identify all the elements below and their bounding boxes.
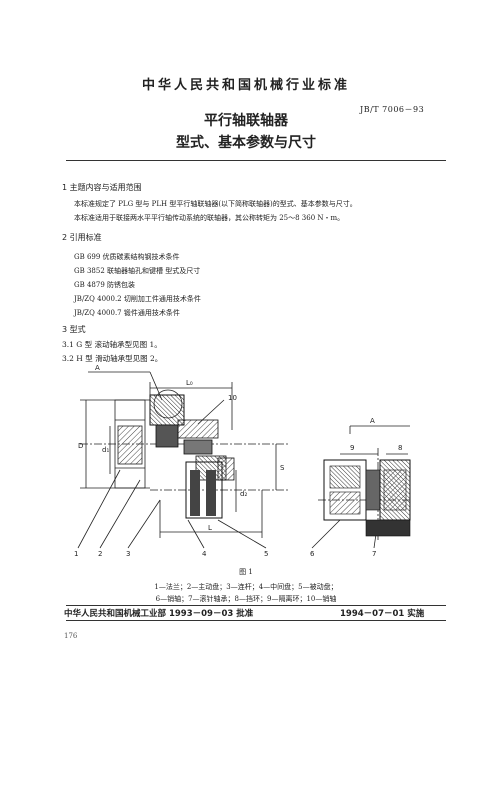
section-2-heading: 2 引用标准 [62,233,102,242]
reference-item: GB 3852 联轴器轴孔和键槽 型式及尺寸 [74,267,201,275]
part-number-8: 8 [398,444,402,452]
section-1-paragraph-1: 本标准规定了 PLG 型与 PLH 型平行轴联轴器(以下简称联轴器)的型式、基本… [74,200,357,208]
label-A-right: A [370,417,375,425]
document-title: 平行轴联轴器 [204,113,288,129]
page-number: 176 [64,632,78,640]
part-number-3: 3 [126,550,130,558]
label-10: 10 [228,394,237,402]
footer-divider-bottom [66,620,446,621]
section-3-heading: 3 型式 [62,325,86,334]
approval-date: 中华人民共和国机械工业部 1993－09－03 批准 [64,609,254,619]
part-number-5: 5 [264,550,268,558]
label-A-left: A [95,364,100,372]
label-L0: L₀ [186,379,193,387]
figure-caption-line-2: 6—销轴；7—滚针轴承；8—挡环；9—隔离环；10—销轴 [155,595,337,603]
label-d1: d₁ [102,446,109,454]
reference-item: JB/ZQ 4000.7 锻件通用技术条件 [74,309,180,317]
part-number-4: 4 [202,550,207,558]
figure-caption-line-1: 1—法兰；2—主动盘；3—连杆；4—中间盘；5—被动盘； [154,583,338,591]
part-number-9: 9 [350,444,354,452]
reference-item: GB 4879 防锈包装 [74,281,136,289]
label-d2: d₂ [240,490,247,498]
effective-date: 1994－07－01 实施 [340,609,425,619]
part-number-2: 2 [98,550,102,558]
label-D: D [78,442,83,450]
section-1-paragraph-2: 本标准适用于联接两水平平行轴传动系统的联轴器，其公称转矩为 25～8 360 N… [74,214,345,222]
standard-number: JB/T 7006－93 [360,105,425,114]
reference-item: JB/ZQ 4000.2 切削加工件通用技术条件 [74,295,201,303]
label-L: L [208,524,212,532]
reference-item: GB 699 优质碳素结构钢技术条件 [74,253,180,261]
figure-caption-title: 图 1 [239,568,253,576]
section-3-1: 3.1 G 型 滚动轴承型见图 1。 [62,340,162,349]
label-S: S [280,464,285,472]
part-number-6: 6 [310,550,315,558]
section-1-heading: 1 主题内容与适用范围 [62,183,142,192]
section-3-2: 3.2 H 型 滑动轴承型见图 2。 [62,354,163,363]
part-number-7: 7 [372,550,376,558]
title-divider [66,160,446,161]
footer-divider-top [66,605,446,606]
part-number-1: 1 [74,550,78,558]
standard-header: 中华人民共和国机械行业标准 [141,78,350,93]
document-subtitle: 型式、基本参数与尺寸 [176,135,316,151]
